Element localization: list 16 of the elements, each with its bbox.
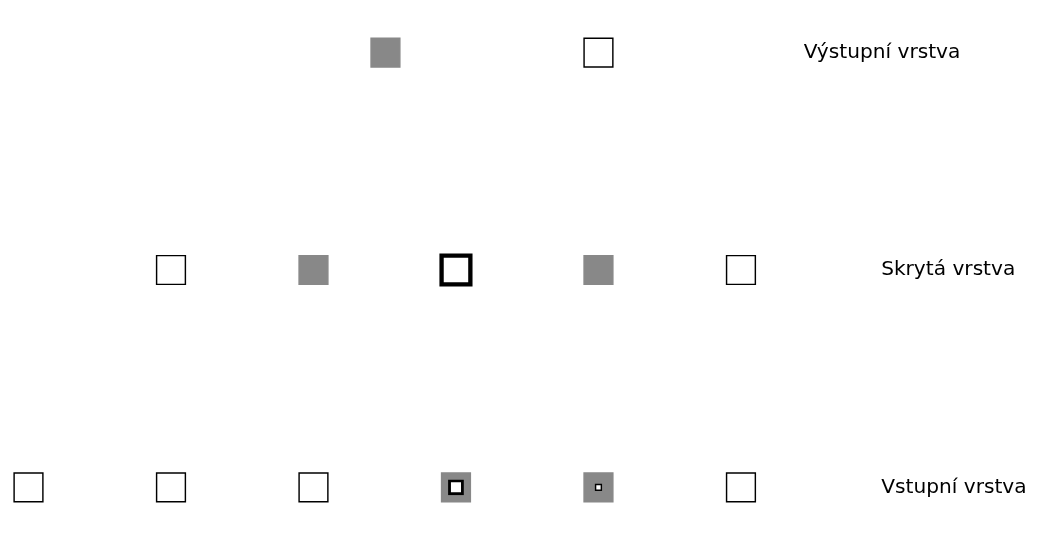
node-box (583, 37, 614, 68)
node-box (725, 471, 757, 502)
node-box (725, 254, 757, 285)
node-box (439, 252, 473, 287)
label: Výstupní vrstva (803, 38, 961, 63)
node-box (298, 254, 329, 285)
node-box (155, 254, 187, 285)
node-box (155, 471, 187, 502)
node-box (13, 471, 44, 502)
node-box (440, 471, 472, 502)
node-box (298, 471, 329, 502)
label: Skrytá vrstva (881, 255, 1016, 280)
node-box (370, 37, 401, 68)
node-box (583, 254, 614, 285)
label: Vstupní vrstva (881, 473, 1027, 498)
node-box (583, 471, 614, 502)
